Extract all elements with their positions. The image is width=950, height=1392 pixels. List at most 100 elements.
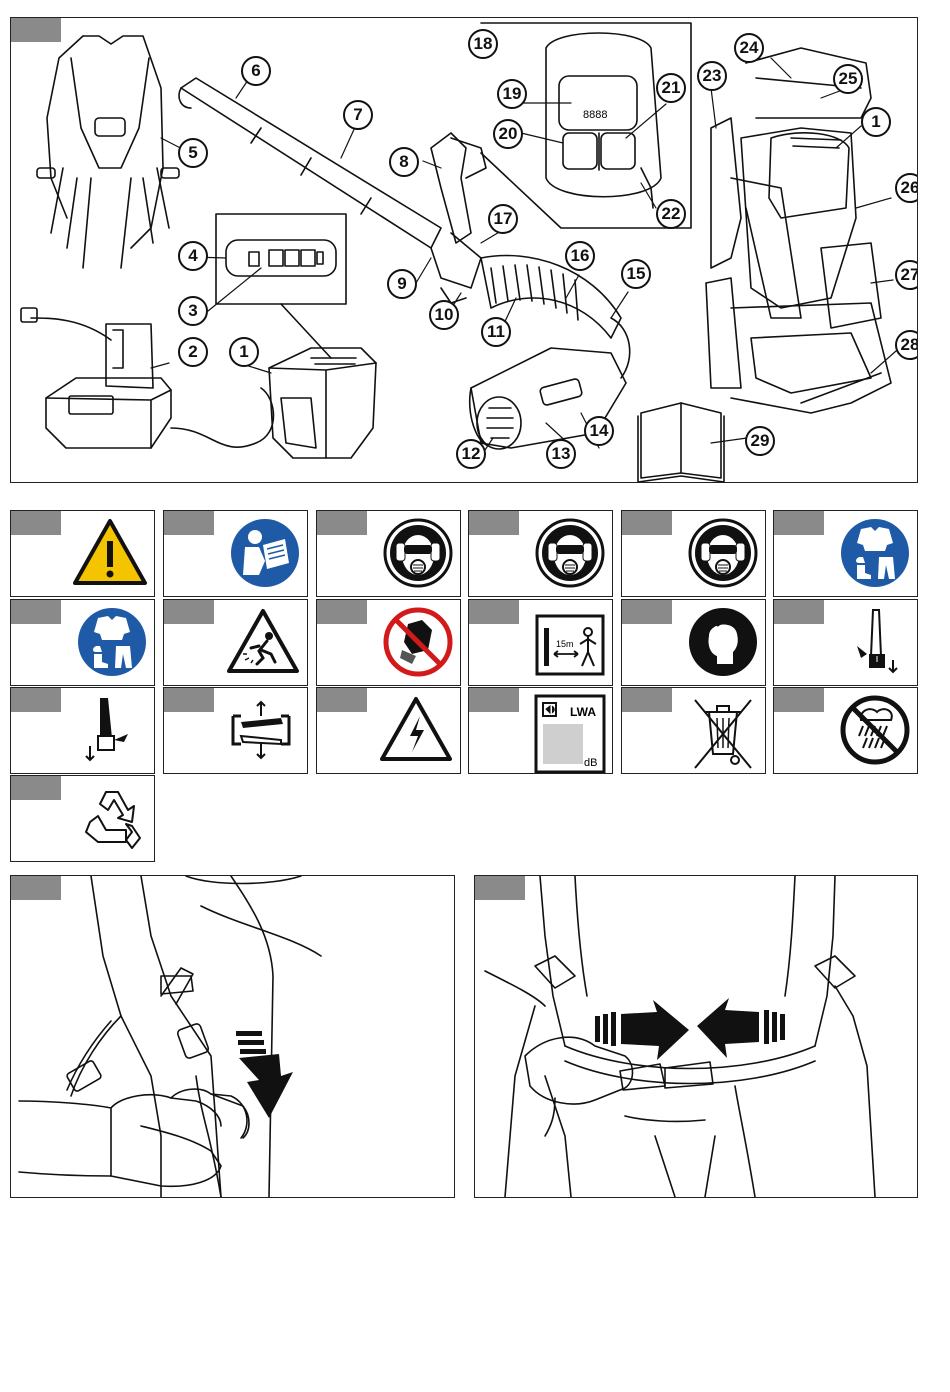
symbol-cell-10: 15m — [468, 599, 613, 686]
symbol-tag — [774, 511, 824, 535]
symbol-tag — [622, 511, 672, 535]
battery-drawing — [269, 348, 376, 458]
product-overview-figure: 8888 6 7 5 4 3 2 1 8 9 10 11 17 16 15 14… — [10, 17, 918, 483]
hearing-eye-respiratory-protection-icon — [534, 517, 606, 589]
symbol-tag — [774, 600, 824, 624]
callout-29: 29 — [745, 426, 775, 456]
callout-1-battery: 1 — [229, 337, 259, 367]
svg-text:15m: 15m — [556, 639, 574, 649]
callout-23: 23 — [697, 61, 727, 91]
symbol-tag — [317, 600, 367, 624]
symbol-tag — [469, 688, 519, 712]
electric-shock-warning-icon — [378, 694, 454, 764]
symbol-cell-6 — [773, 510, 918, 597]
shoulder-strap-adjust-drawing — [11, 876, 454, 1197]
callout-13: 13 — [546, 439, 576, 469]
callout-7: 7 — [343, 100, 373, 130]
callout-20: 20 — [493, 119, 523, 149]
sound-power-level-icon: LWA dB — [534, 694, 606, 774]
symbol-cell-13 — [10, 687, 155, 774]
symbol-cell-17 — [621, 687, 766, 774]
symbol-cell-11 — [621, 599, 766, 686]
do-not-expose-to-rain-icon — [839, 694, 911, 766]
rotate-tube-icon — [221, 694, 301, 766]
callout-1-frame: 1 — [861, 107, 891, 137]
callout-11: 11 — [481, 317, 511, 347]
callout-27: 27 — [895, 260, 918, 290]
symbol-cell-5 — [621, 510, 766, 597]
symbol-tag — [11, 776, 61, 800]
svg-text:dB: dB — [584, 757, 597, 769]
symbol-cell-14 — [163, 687, 308, 774]
callout-21: 21 — [656, 73, 686, 103]
flex-hose-drawing — [481, 256, 630, 379]
protective-clothing-icon — [839, 517, 911, 589]
callout-8: 8 — [389, 147, 419, 177]
callout-9: 9 — [387, 269, 417, 299]
symbol-tag — [317, 688, 367, 712]
callout-19: 19 — [497, 79, 527, 109]
symbol-cell-4 — [468, 510, 613, 597]
battery-insert-icon — [76, 694, 148, 766]
svg-text:LWA: LWA — [570, 705, 596, 719]
blower-tube-drawing — [179, 78, 481, 288]
symbol-cell-16: LWA dB — [468, 687, 613, 774]
symbol-tag — [11, 600, 61, 624]
callout-3: 3 — [178, 296, 208, 326]
symbol-tag — [622, 688, 672, 712]
hip-belt-buckle-figure — [474, 875, 918, 1198]
callout-10: 10 — [429, 300, 459, 330]
symbol-tag — [469, 511, 519, 535]
symbol-tag — [774, 688, 824, 712]
callout-24: 24 — [734, 33, 764, 63]
callout-18: 18 — [468, 29, 498, 59]
battery-remove-icon — [839, 606, 911, 678]
read-manual-icon — [229, 517, 301, 589]
callout-4: 4 — [178, 241, 208, 271]
callout-26: 26 — [895, 173, 918, 203]
recycle-icon — [76, 782, 148, 854]
symbol-cell-19 — [10, 775, 155, 862]
product-overview-drawing: 8888 — [11, 18, 917, 482]
symbol-cell-7 — [10, 599, 155, 686]
symbol-tag — [317, 511, 367, 535]
callout-14: 14 — [584, 416, 614, 446]
symbol-cell-15 — [316, 687, 461, 774]
callout-12: 12 — [456, 439, 486, 469]
blower-handle-drawing — [431, 133, 486, 303]
symbol-cell-12 — [773, 599, 918, 686]
symbol-tag — [164, 511, 214, 535]
callout-2: 2 — [178, 337, 208, 367]
symbol-tag — [11, 688, 61, 712]
symbol-tag — [11, 511, 61, 535]
symbol-cell-2 — [163, 510, 308, 597]
hearing-eye-respiratory-protection-icon — [687, 517, 759, 589]
hearing-eye-respiratory-protection-icon — [382, 517, 454, 589]
callout-17: 17 — [488, 204, 518, 234]
protective-clothing-icon — [76, 606, 148, 678]
callout-25: 25 — [833, 64, 863, 94]
backpack-frame-drawing — [706, 48, 891, 413]
symbol-cell-3 — [316, 510, 461, 597]
callout-28: 28 — [895, 330, 918, 360]
shoulder-strap-adjust-figure — [10, 875, 455, 1198]
callout-15: 15 — [621, 259, 651, 289]
symbol-tag — [164, 600, 214, 624]
do-not-dispose-bin-icon — [687, 694, 759, 772]
hip-belt-buckle-drawing — [475, 876, 917, 1197]
symbol-tag — [469, 600, 519, 624]
callout-16: 16 — [565, 241, 595, 271]
symbol-tag — [622, 600, 672, 624]
harness-drawing — [37, 36, 179, 268]
callout-22: 22 — [656, 199, 686, 229]
symbol-cell-8 — [163, 599, 308, 686]
svg-text:8888: 8888 — [583, 109, 607, 121]
thrown-objects-warning-icon — [225, 606, 301, 676]
symbol-cell-9 — [316, 599, 461, 686]
charger-drawing — [21, 308, 274, 448]
symbol-cell-1 — [10, 510, 155, 597]
safety-distance-icon: 15m — [534, 606, 606, 678]
callout-5: 5 — [178, 138, 208, 168]
symbol-cell-18 — [773, 687, 918, 774]
callout-6: 6 — [241, 56, 271, 86]
